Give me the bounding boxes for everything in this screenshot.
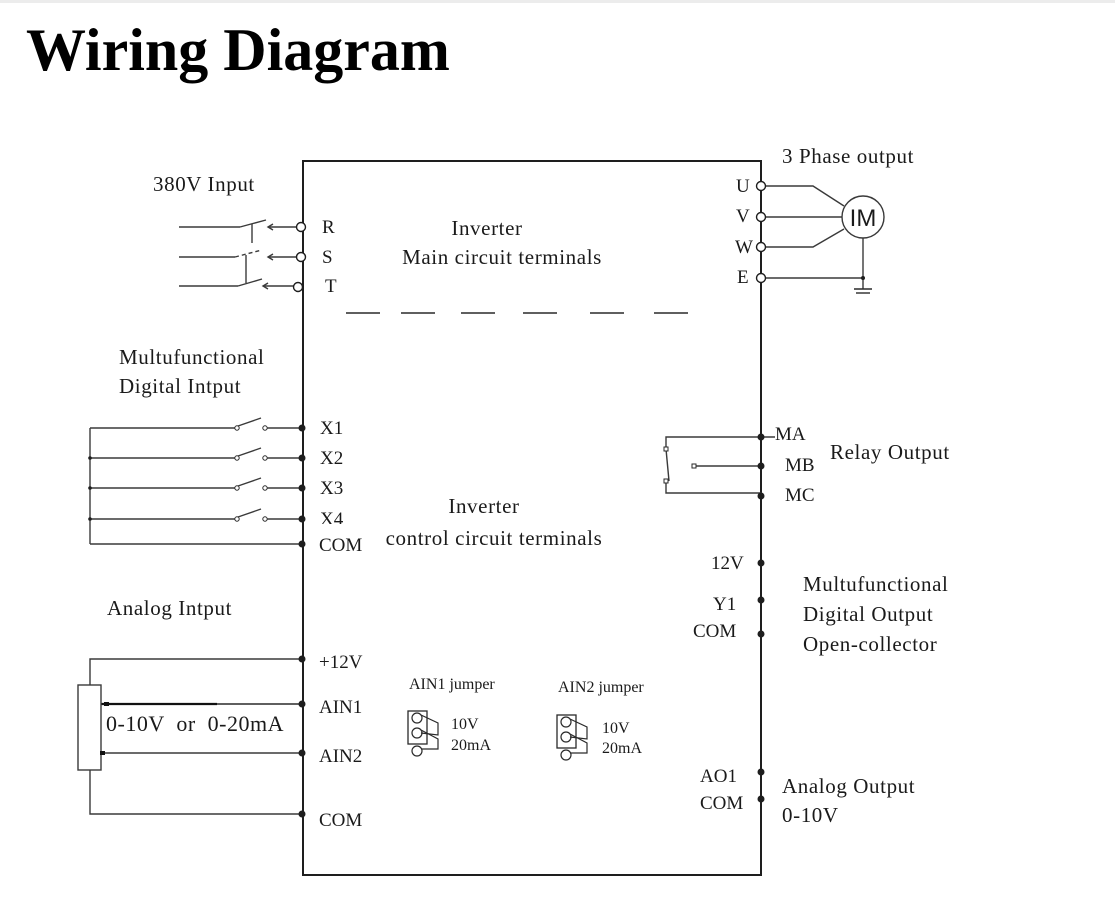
terminal-t-label: T	[325, 276, 337, 297]
terminal-e	[755, 272, 767, 284]
three-pole-breaker	[179, 219, 267, 287]
analog-input-label: Analog Intput	[107, 596, 232, 620]
terminal-x4	[298, 515, 306, 523]
ain2-jumper-label: AIN2 jumper	[558, 679, 644, 696]
digital-input-label-2: Digital Intput	[119, 374, 241, 398]
terminal-x1-label: X1	[320, 418, 343, 439]
terminal-com-ai	[298, 810, 306, 818]
analog-range-label: 0-10V or 0-20mA	[106, 711, 284, 736]
terminal-u-label: U	[736, 176, 750, 197]
digital-output-label-1: Multufunctional	[803, 572, 948, 596]
terminal-s-label: S	[322, 247, 333, 268]
digital-output-label-2: Digital Output	[803, 602, 933, 626]
terminal-x4-label: X4	[320, 509, 344, 530]
terminal-x2	[298, 454, 306, 462]
terminal-v	[755, 211, 767, 223]
motor-label: IM	[850, 205, 877, 232]
terminal-ma	[757, 433, 765, 441]
terminal-r	[295, 221, 307, 233]
control-circuit-subtitle: control circuit terminals	[386, 526, 603, 550]
digital-input-switches	[88, 417, 306, 548]
ain1-jumper-label: AIN1 jumper	[409, 676, 495, 693]
terminal-w	[755, 241, 767, 253]
ain2-jumper-icon	[556, 714, 588, 761]
terminal-com-ai-label: COM	[319, 810, 362, 831]
power-input-label: 380V Input	[153, 172, 255, 196]
power-output-label: 3 Phase output	[782, 144, 914, 168]
potentiometer-icon	[77, 684, 102, 771]
terminal-plus12v-label: +12V	[319, 652, 363, 673]
terminal-ain1-label: AIN1	[319, 697, 362, 718]
terminal-t	[292, 281, 304, 293]
switch-x4	[88, 508, 306, 523]
terminal-s	[295, 251, 307, 263]
terminal-y1	[757, 596, 765, 604]
switch-x3	[88, 477, 306, 492]
page-title: Wiring Diagram	[26, 17, 450, 83]
control-circuit-title: Inverter	[448, 494, 519, 518]
terminal-x4-label-clipped: X4	[320, 509, 344, 530]
digital-output-label-3: Open-collector	[803, 632, 937, 656]
terminal-u	[755, 180, 767, 192]
ain1-jumper-opt-10v: 10V	[451, 716, 479, 733]
ain1-jumper-opt-20ma: 20mA	[451, 737, 491, 754]
terminal-12v-label: 12V	[711, 553, 744, 574]
main-circuit-subtitle: Main circuit terminals	[402, 245, 602, 269]
terminal-x3	[298, 484, 306, 492]
ground-junction	[861, 276, 865, 280]
terminal-com-ao	[757, 795, 765, 803]
wiper-ain2-arrow	[100, 751, 105, 755]
top-border-strip	[0, 0, 1115, 3]
terminal-com-di	[298, 540, 306, 548]
digital-input-bus	[89, 428, 303, 545]
terminal-ao1	[757, 768, 765, 776]
terminal-x3-label: X3	[320, 478, 343, 499]
terminal-com-ao-label: COM	[700, 793, 743, 814]
switch-x2	[88, 447, 306, 462]
wiper-ain1-arrow	[104, 702, 109, 706]
terminal-e-label: E	[737, 267, 749, 288]
terminal-ain2-label: AIN2	[319, 746, 362, 767]
motor-icon	[841, 195, 885, 239]
ground-icon	[854, 288, 872, 294]
relay-output-label: Relay Output	[830, 440, 950, 464]
terminal-v-label: V	[736, 206, 750, 227]
ain2-jumper-opt-20ma: 20mA	[602, 740, 642, 757]
terminal-x2-label: X2	[320, 448, 343, 469]
ain2-jumper-opt-10v: 10V	[602, 720, 630, 737]
terminal-plus12v	[298, 655, 306, 663]
terminal-x1	[298, 424, 306, 432]
terminal-y1-label: Y1	[713, 594, 736, 615]
relay-contacts	[665, 436, 775, 494]
terminal-mb-label: MB	[785, 455, 815, 476]
analog-output-label-1: Analog Output	[782, 774, 915, 798]
analog-input-wiring	[89, 658, 303, 815]
terminal-w-label: W	[735, 237, 753, 258]
digital-input-label-1: Multufunctional	[119, 345, 264, 369]
input-arrows	[261, 223, 298, 290]
terminal-com-do	[757, 630, 765, 638]
terminal-ma-label: MA	[775, 424, 806, 445]
analog-output-label-2: 0-10V	[782, 803, 839, 827]
terminal-mc-label: MC	[785, 485, 815, 506]
terminal-r-label: R	[322, 217, 335, 238]
terminal-ain1	[298, 700, 306, 708]
relay-contact-common	[663, 478, 669, 484]
terminal-mb	[757, 462, 765, 470]
motor-wiring	[762, 185, 864, 289]
relay-contact-nc	[663, 446, 669, 452]
terminal-ao1-label: AO1	[700, 766, 737, 787]
terminal-12v	[757, 559, 765, 567]
relay-contact-no	[691, 463, 697, 469]
terminal-com-di-label: COM	[319, 535, 362, 556]
switch-x1	[90, 417, 306, 432]
terminal-mc	[757, 492, 765, 500]
terminal-ain2	[298, 749, 306, 757]
main-circuit-title: Inverter	[451, 216, 522, 240]
ain1-jumper-icon	[407, 710, 439, 757]
terminal-com-do-label: COM	[693, 621, 736, 642]
